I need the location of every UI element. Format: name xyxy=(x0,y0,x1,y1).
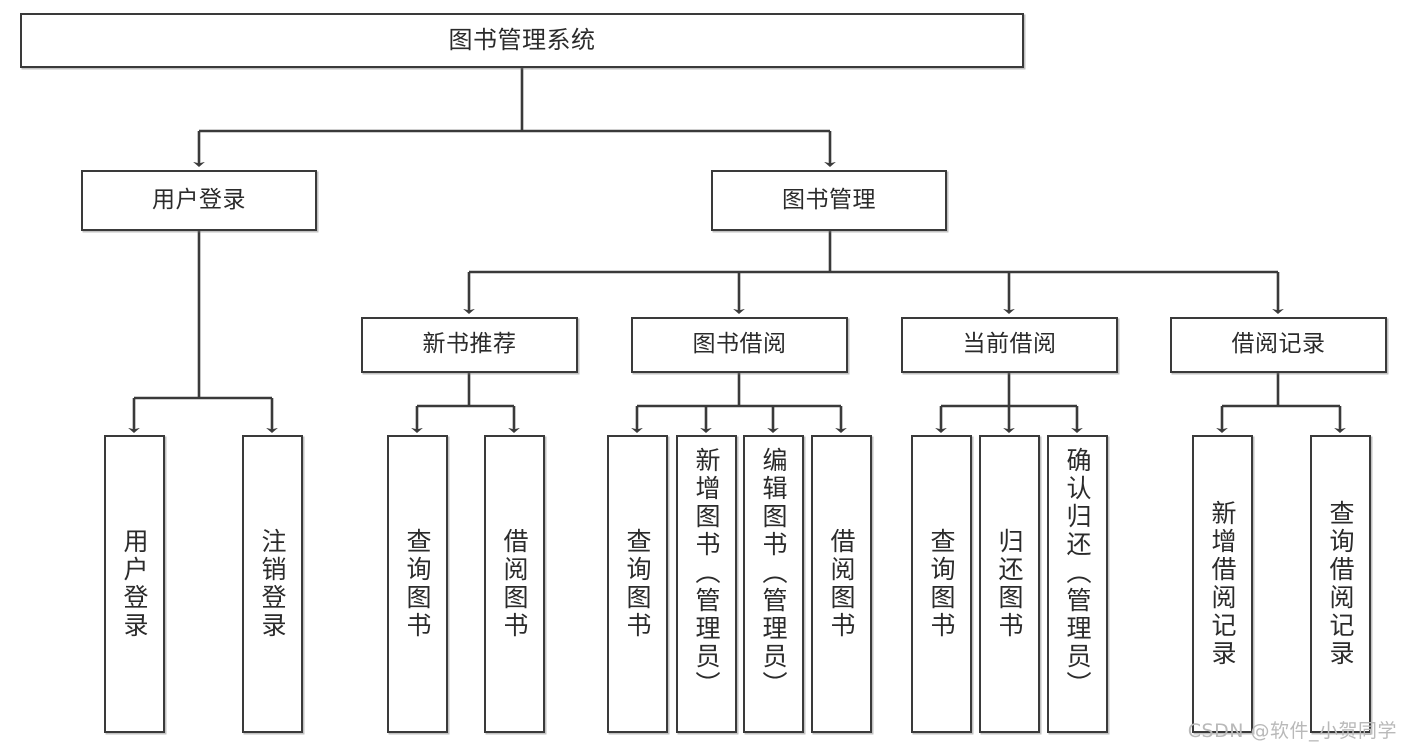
node-label: 借阅图书 xyxy=(827,528,856,640)
csdn-watermark: CSDN @软件_小贺同学 xyxy=(1187,720,1397,742)
leaf-borrow-edit-book-admin[interactable]: 编辑图书（管理员） xyxy=(743,435,804,733)
node-label: 新书推荐 xyxy=(422,331,517,358)
node-label: 查询借阅记录 xyxy=(1326,500,1355,668)
node-label: 查询图书 xyxy=(403,528,432,640)
node-label: 图书借阅 xyxy=(692,331,787,358)
leaf-user-logout[interactable]: 注销登录 xyxy=(242,435,303,733)
node-label: 注销登录 xyxy=(258,528,287,640)
leaf-borrow-query-book[interactable]: 查询图书 xyxy=(607,435,668,733)
node-label: 图书管理系统 xyxy=(448,26,596,55)
leaf-current-query-book[interactable]: 查询图书 xyxy=(911,435,972,733)
node-current-borrow[interactable]: 当前借阅 xyxy=(901,317,1118,373)
node-new-book-recommend[interactable]: 新书推荐 xyxy=(361,317,578,373)
node-label: 借阅图书 xyxy=(500,528,529,640)
leaf-record-query-record[interactable]: 查询借阅记录 xyxy=(1310,435,1371,733)
node-root-system[interactable]: 图书管理系统 xyxy=(20,13,1024,68)
node-label: 用户登录 xyxy=(120,528,149,640)
node-book-borrow[interactable]: 图书借阅 xyxy=(631,317,848,373)
leaf-recommend-query-book[interactable]: 查询图书 xyxy=(387,435,448,733)
leaf-borrow-add-book-admin[interactable]: 新增图书（管理员） xyxy=(676,435,737,733)
node-label: 查询图书 xyxy=(927,528,956,640)
node-label: 确认归还（管理员） xyxy=(1063,447,1092,699)
node-label: 借阅记录 xyxy=(1231,331,1326,358)
node-label: 查询图书 xyxy=(623,528,652,640)
node-label: 归还图书 xyxy=(995,528,1024,640)
leaf-user-login-do[interactable]: 用户登录 xyxy=(104,435,165,733)
leaf-recommend-borrow-book[interactable]: 借阅图书 xyxy=(484,435,545,733)
leaf-borrow-borrow-book[interactable]: 借阅图书 xyxy=(811,435,872,733)
node-label: 当前借阅 xyxy=(962,331,1057,358)
node-label: 新增借阅记录 xyxy=(1208,500,1237,668)
node-label: 用户登录 xyxy=(152,186,246,213)
node-borrow-record[interactable]: 借阅记录 xyxy=(1170,317,1387,373)
node-label: 编辑图书（管理员） xyxy=(759,447,788,699)
node-user-login[interactable]: 用户登录 xyxy=(81,170,317,231)
node-book-management[interactable]: 图书管理 xyxy=(711,170,947,231)
leaf-record-add-record[interactable]: 新增借阅记录 xyxy=(1192,435,1253,733)
node-label: 新增图书（管理员） xyxy=(692,447,721,699)
leaf-current-return-book[interactable]: 归还图书 xyxy=(979,435,1040,733)
leaf-current-confirm-return-admin[interactable]: 确认归还（管理员） xyxy=(1047,435,1108,733)
node-label: 图书管理 xyxy=(782,186,876,213)
